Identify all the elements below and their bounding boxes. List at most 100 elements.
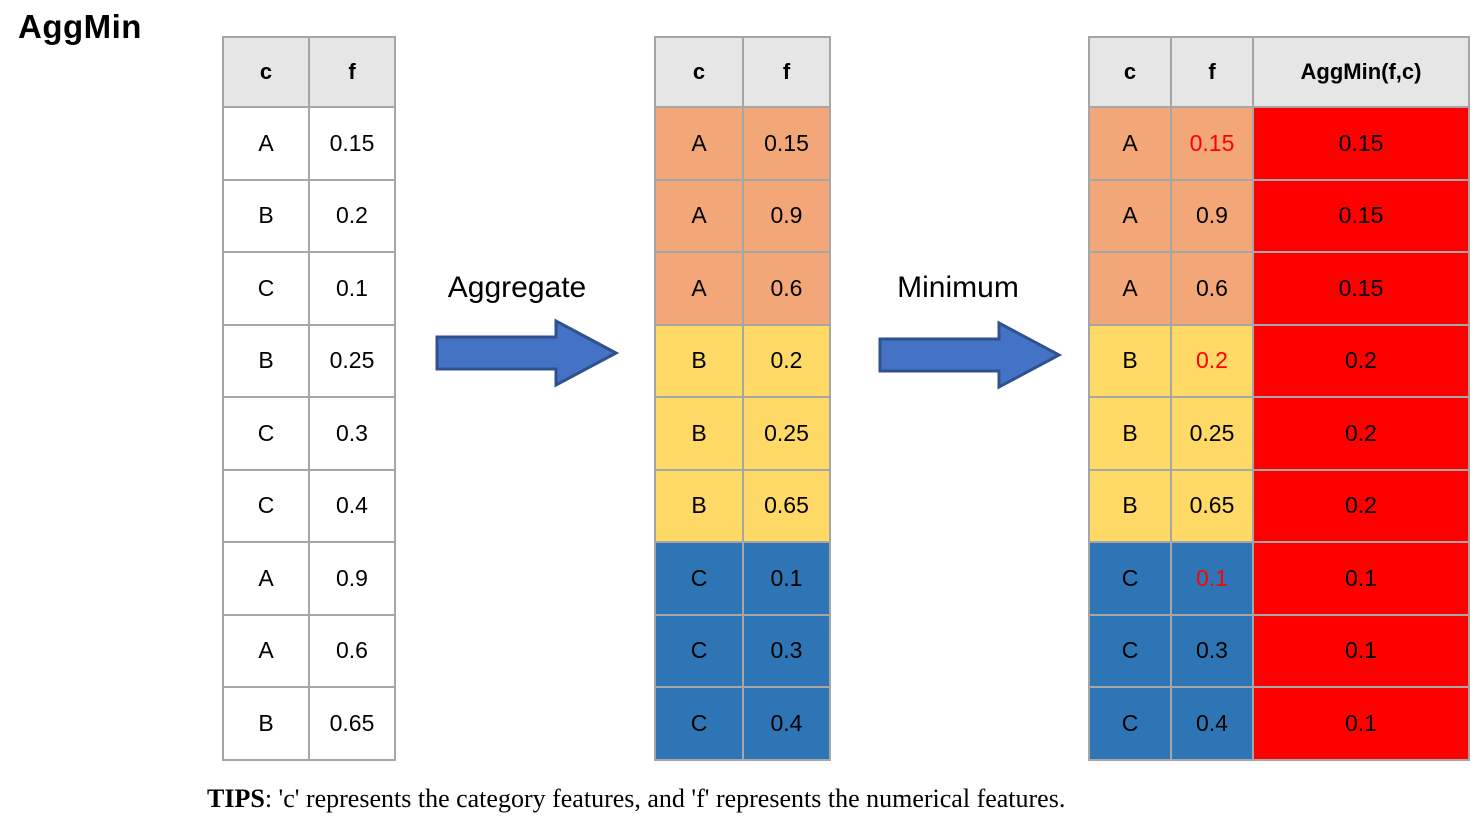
cell-c: C (222, 396, 310, 471)
cell-f: 0.9 (1170, 178, 1254, 253)
cell-f: 0.2 (742, 323, 831, 398)
cell-f: 0.2 (308, 178, 396, 253)
header-row: c f AggMin(f,c) (1088, 36, 1470, 108)
column-header-aggmin: AggMin(f,c) (1252, 36, 1470, 108)
cell-c: B (222, 686, 310, 761)
cell-f: 0.65 (1170, 468, 1254, 543)
cell-c: C (222, 251, 310, 326)
cell-c: B (222, 178, 310, 253)
cell-c: A (654, 178, 744, 253)
minimum-right-arrow-icon (878, 320, 1062, 390)
cell-c: B (222, 323, 310, 398)
cell-agg: 0.2 (1252, 396, 1470, 471)
tips-note: TIPS: 'c' represents the category featur… (207, 784, 1065, 814)
cell-c: B (654, 468, 744, 543)
cell-agg: 0.1 (1252, 541, 1470, 616)
cell-f: 0.2 (1170, 323, 1254, 398)
cell-c: C (222, 468, 310, 543)
tips-text: : 'c' represents the category features, … (264, 784, 1066, 813)
cell-f: 0.4 (1170, 686, 1254, 761)
cell-agg: 0.15 (1252, 178, 1470, 253)
column-header-f: f (742, 36, 831, 108)
cell-f: 0.65 (742, 468, 831, 543)
header-row: c f (654, 36, 831, 108)
tips-label: TIPS (207, 784, 265, 813)
cell-f: 0.9 (742, 178, 831, 253)
cell-f: 0.6 (308, 613, 396, 688)
cell-c: B (654, 323, 744, 398)
aggregate-right-arrow-icon (435, 318, 619, 388)
cell-f: 0.3 (308, 396, 396, 471)
column-header-f: f (308, 36, 396, 108)
minimum-label: Minimum (897, 271, 1019, 304)
cell-c: A (222, 106, 310, 181)
aggregate-label: Aggregate (447, 271, 587, 304)
column-header-c: c (222, 36, 310, 108)
cell-f: 0.4 (742, 686, 831, 761)
header-row: c f (222, 36, 396, 108)
cell-c: B (1088, 323, 1172, 398)
cell-c: C (654, 686, 744, 761)
cell-agg: 0.2 (1252, 323, 1470, 398)
cell-f: 0.15 (742, 106, 831, 181)
cell-f: 0.3 (742, 613, 831, 688)
cell-f: 0.1 (308, 251, 396, 326)
cell-c: C (1088, 541, 1172, 616)
cell-c: C (1088, 686, 1172, 761)
cell-c: A (654, 106, 744, 181)
cell-agg: 0.1 (1252, 686, 1470, 761)
cell-f: 0.25 (308, 323, 396, 398)
cell-c: C (654, 613, 744, 688)
cell-f: 0.9 (308, 541, 396, 616)
cell-c: C (654, 541, 744, 616)
cell-f: 0.25 (1170, 396, 1254, 471)
cell-c: A (1088, 106, 1172, 181)
column-header-c: c (654, 36, 744, 108)
cell-f: 0.6 (1170, 251, 1254, 326)
cell-f: 0.15 (1170, 106, 1254, 181)
cell-f: 0.65 (308, 686, 396, 761)
cell-f: 0.1 (742, 541, 831, 616)
diagram-title: AggMin (18, 8, 142, 45)
cell-agg: 0.1 (1252, 613, 1470, 688)
cell-c: C (1088, 613, 1172, 688)
cell-c: B (1088, 396, 1172, 471)
cell-f: 0.1 (1170, 541, 1254, 616)
cell-c: A (1088, 251, 1172, 326)
cell-c: A (222, 613, 310, 688)
cell-c: A (1088, 178, 1172, 253)
cell-c: A (654, 251, 744, 326)
cell-agg: 0.15 (1252, 106, 1470, 181)
cell-agg: 0.2 (1252, 468, 1470, 543)
cell-f: 0.3 (1170, 613, 1254, 688)
